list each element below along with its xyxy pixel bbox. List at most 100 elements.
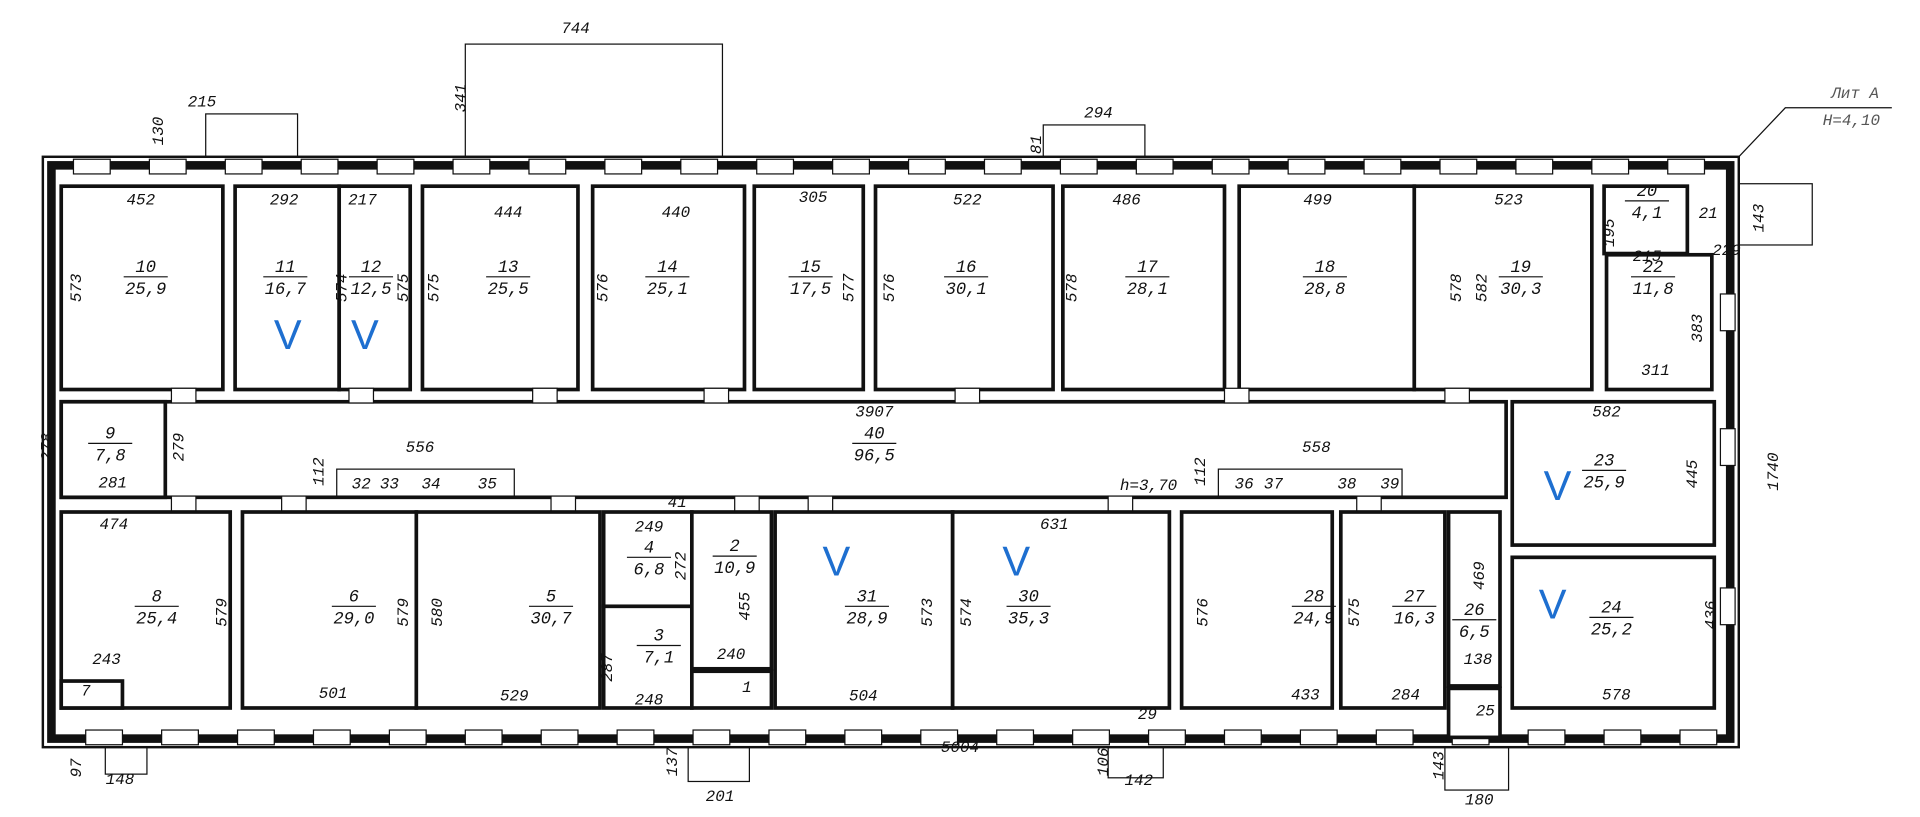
room-outline [601,510,694,609]
room-area: 25,4 [136,610,177,629]
room-number: 12 [361,259,382,278]
room-outline [240,510,419,710]
dimension-label: 142 [1124,772,1153,790]
doorway [807,495,834,512]
room-number: 6 [349,588,359,607]
window [148,158,187,175]
fixture-number: 35 [478,476,498,494]
dimension-label: 248 [635,691,664,709]
room-number: 40 [864,426,885,445]
room-label: 40 96,5 [852,426,897,467]
wc-block [336,468,515,497]
room-outline [420,184,580,392]
doorway [1444,387,1470,404]
window [920,729,959,746]
dimension-label: 579 [395,598,413,627]
window [1527,729,1566,746]
dimension-label: 25 [1476,702,1496,720]
check-mark: V [1539,581,1567,628]
dimension-label: 580 [429,598,447,627]
dimension-label: 130 [150,117,168,146]
check-mark: V [274,311,302,358]
dimension-label: 229 [1712,242,1741,260]
room-number: 9 [105,426,115,445]
room-number: 28 [1304,588,1325,607]
window [236,729,275,746]
room-label: 530,7 [528,588,574,629]
room-number: 31 [857,588,878,607]
dimension-label: 631 [1040,516,1069,534]
wc-block [1217,468,1403,497]
dimension-label: 574 [958,598,976,627]
window [616,729,655,746]
room-label: 825,4 [134,588,179,629]
dimension-label: 529 [500,688,529,706]
dimension-label: 305 [799,189,828,207]
room-area: 17,5 [790,281,831,300]
dimension-label: 112 [310,457,328,486]
doorway [532,387,558,404]
dimension-label: 143 [1431,751,1449,780]
doorway [703,387,730,404]
fixture-number: 33 [380,476,400,494]
check-mark: V [351,311,379,358]
window [907,158,946,175]
room-area: 30,7 [530,610,572,629]
dimension-label: 556 [406,439,435,457]
window [844,729,883,746]
window [1439,158,1478,175]
dimension-label: 578 [1602,686,1631,704]
window [72,158,111,175]
room-label: 37,1 [636,628,681,669]
dimension-label: 148 [106,771,135,789]
dimension-label: 29 [1138,706,1157,724]
doorway [170,495,197,512]
porch-outline [464,43,724,158]
dimension-label: 1740 [1765,452,1783,490]
window [768,729,807,746]
room-area: 25,9 [1584,475,1625,494]
window [692,729,731,746]
dimension-label: 573 [919,598,937,627]
room-area: 35,3 [1008,610,1049,629]
dimension-label: 294 [1084,105,1113,123]
doorway [1107,495,1134,512]
window [604,158,643,175]
dimension-label: 284 [1391,686,1420,704]
doorway [170,387,197,404]
dimension-label: 575 [1346,598,1364,627]
room-area: 7,8 [95,448,126,467]
dimension-label: 7 [81,683,91,701]
dimension-label: 576 [594,273,612,302]
room-area: 28,8 [1304,281,1345,300]
doorway [954,387,981,404]
room-number: 11 [275,259,296,278]
dimension-label: 455 [736,592,754,621]
window [161,729,199,746]
dimension-label: 97 [68,758,86,778]
window [1072,729,1110,746]
dimension-label: 201 [706,788,735,806]
room-label: 23 25,9 [1582,452,1627,494]
doorway [550,495,577,512]
porch-outline [687,746,750,783]
porch-outline [1107,746,1164,779]
room-area: 96,5 [854,448,895,467]
dimension-label: 143 [1750,203,1768,232]
room-label: 12 12,5 [348,259,394,300]
room-number: 23 [1594,452,1615,471]
dimension-label: 578 [1063,274,1081,303]
porch-outline [1042,124,1146,158]
dimension-label: 452 [126,192,155,210]
room-number: 24 [1601,599,1622,618]
room-area: 12,5 [350,281,391,300]
room-outline [1602,184,1690,256]
